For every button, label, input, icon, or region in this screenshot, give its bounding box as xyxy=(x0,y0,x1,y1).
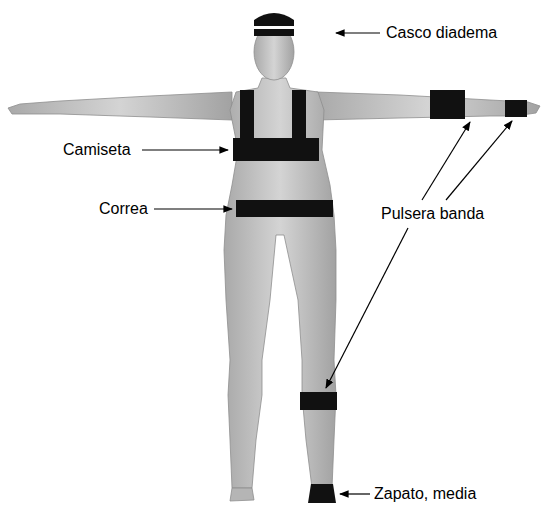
foot xyxy=(230,488,254,501)
leader-arrow xyxy=(142,149,228,150)
wrist-band xyxy=(505,100,527,117)
belt xyxy=(236,200,333,217)
arms xyxy=(8,92,232,120)
body xyxy=(224,78,336,488)
part-label: Correa xyxy=(98,199,149,218)
part-label: Pulsera banda xyxy=(380,204,485,223)
part-label: Casco diadema xyxy=(385,23,498,42)
helmet-band xyxy=(254,26,294,29)
leader-arrow xyxy=(154,208,232,209)
leader-arrow xyxy=(336,32,380,33)
leader-arrow xyxy=(422,122,470,200)
vest-strap xyxy=(292,90,306,140)
part-label: Zapato, media xyxy=(373,484,477,503)
leader-arrow xyxy=(446,121,512,200)
vest-band xyxy=(233,138,319,161)
helmet xyxy=(254,13,294,36)
shoe xyxy=(308,484,336,503)
leader-arrow xyxy=(340,493,370,494)
vest-strap xyxy=(240,90,254,140)
part-label: Camiseta xyxy=(62,140,132,159)
arm-band xyxy=(430,90,465,119)
knee-band xyxy=(300,392,337,410)
leader-arrow xyxy=(326,228,408,388)
arms xyxy=(316,92,540,120)
